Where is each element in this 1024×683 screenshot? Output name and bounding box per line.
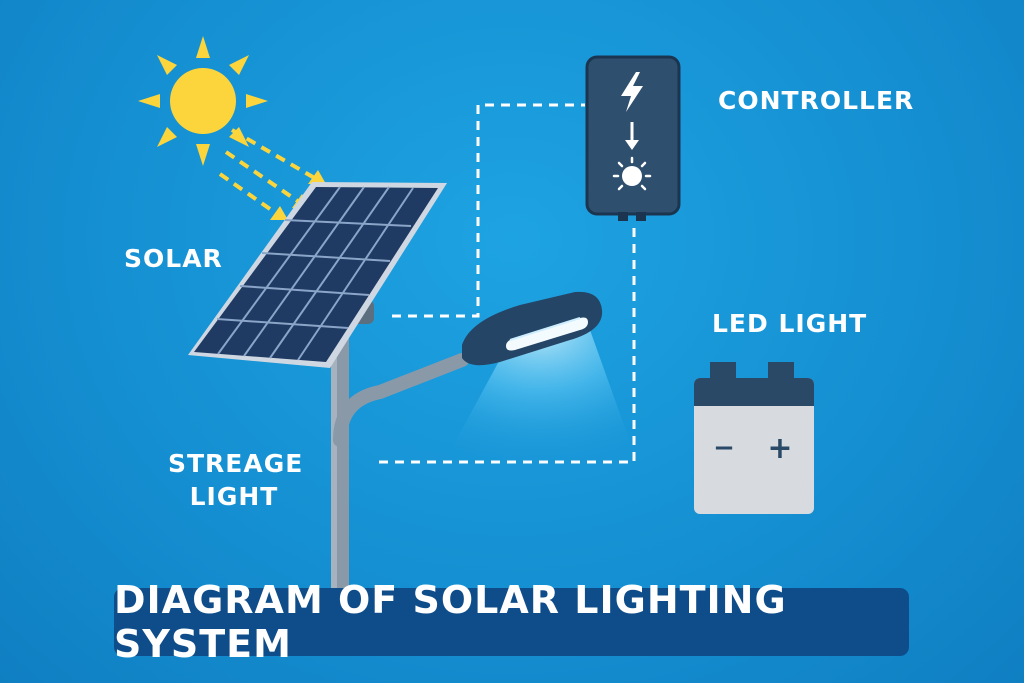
sun-ray-arrows xyxy=(218,128,320,218)
battery-icon xyxy=(694,362,814,514)
street-lamp-icon xyxy=(462,291,603,366)
light-bulb-icon xyxy=(612,156,652,191)
page-title: DIAGRAM OF SOLAR LIGHTING SYSTEM xyxy=(114,578,787,666)
sun-icon xyxy=(138,36,268,166)
arrow-down-icon xyxy=(625,122,639,150)
label-storage-light: STREAGE LIGHT xyxy=(168,447,304,513)
street-pole xyxy=(331,300,469,592)
battery-plus: + xyxy=(767,431,792,466)
title-banner: DIAGRAM OF SOLAR LIGHTING SYSTEM xyxy=(114,578,909,666)
label-solar: SOLAR xyxy=(124,244,223,273)
label-controller: CONTROLLER xyxy=(718,86,915,115)
light-beam xyxy=(440,330,640,470)
label-storage-line2: LIGHT xyxy=(189,482,279,511)
lightning-icon xyxy=(621,72,643,112)
label-led-light: LED LIGHT xyxy=(712,309,868,338)
label-storage-line1: STREAGE xyxy=(168,449,304,478)
solar-panel-icon xyxy=(188,182,447,368)
battery-minus: − xyxy=(713,433,735,463)
